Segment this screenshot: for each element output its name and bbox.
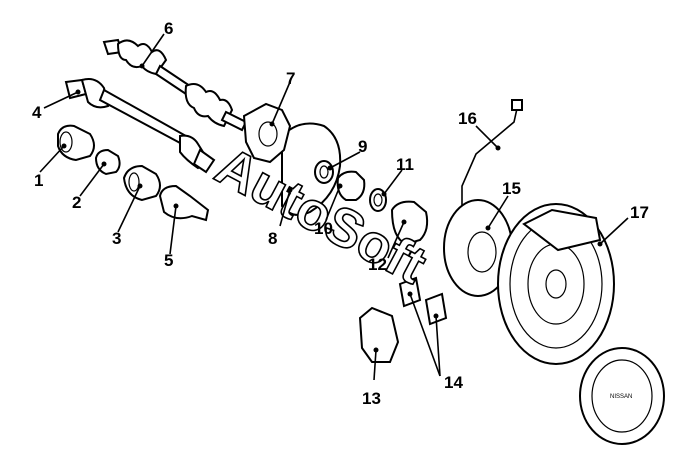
label-8: 8 xyxy=(268,229,277,248)
label-4: 4 xyxy=(32,103,42,122)
label-10: 10 xyxy=(314,219,333,238)
label-11: 11 xyxy=(396,155,414,174)
part-5-outer-joint xyxy=(158,184,210,222)
part-14-pad-lower xyxy=(424,292,448,326)
hubcap: NISSAN xyxy=(579,347,665,445)
part-13-caliper xyxy=(358,306,400,363)
hubcap-brand-text: NISSAN xyxy=(610,394,632,400)
part-1-boot xyxy=(57,124,95,162)
part-17-wheel xyxy=(497,203,615,365)
leader-lines xyxy=(39,33,629,381)
label-6: 6 xyxy=(164,19,173,38)
part-7-knuckle xyxy=(242,102,292,164)
part-16-brake-hose xyxy=(461,103,519,212)
label-14: 14 xyxy=(444,373,463,392)
label-3: 3 xyxy=(112,229,121,248)
part-8-backing-plate xyxy=(281,122,342,216)
part-3-boot xyxy=(122,164,161,202)
label-17: 17 xyxy=(630,203,649,222)
label-7: 7 xyxy=(286,69,295,88)
callout-labels: 1 2 3 4 5 6 7 8 9 10 11 12 13 14 15 16 1… xyxy=(32,19,649,408)
part-10-bearing xyxy=(336,170,366,201)
label-15: 15 xyxy=(502,179,521,198)
label-12: 12 xyxy=(368,255,387,274)
part-12-hub xyxy=(390,200,429,246)
leader-dots xyxy=(61,63,603,353)
label-16: 16 xyxy=(458,109,477,128)
label-2: 2 xyxy=(72,193,81,212)
label-5: 5 xyxy=(164,251,173,270)
label-13: 13 xyxy=(362,389,381,408)
drive-shaft-lower xyxy=(64,78,216,174)
label-1: 1 xyxy=(34,171,43,190)
drive-shaft-upper xyxy=(102,38,248,132)
label-9: 9 xyxy=(358,137,367,156)
